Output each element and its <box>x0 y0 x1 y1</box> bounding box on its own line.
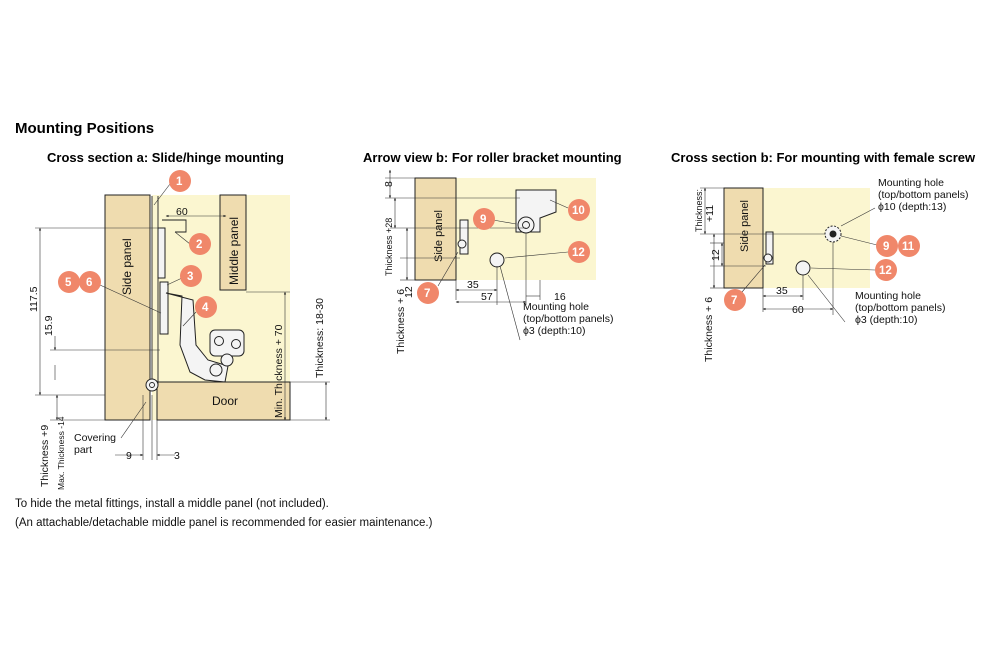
callout-10-b1 <box>568 199 590 221</box>
section-a-title: Cross section a: Slide/hinge mounting <box>47 150 284 165</box>
callout-9-b2 <box>876 235 898 257</box>
dim-thk28-b1: Thickness +28 <box>384 218 394 276</box>
callout-7-b2 <box>724 289 746 311</box>
hole-label-b2b-3: ϕ3 (depth:10) <box>855 314 918 326</box>
hole-label-b1-2: (top/bottom panels) <box>523 313 613 325</box>
covering-part-label-2: part <box>74 444 92 456</box>
dim-117-5: 117.5 <box>28 286 40 312</box>
callout-11-b2 <box>898 235 920 257</box>
callout-6 <box>79 271 101 293</box>
svg-text:3: 3 <box>187 271 193 283</box>
dim-12-b2: 12 <box>710 249 722 261</box>
dim-thk6-b1: Thickness + 6 <box>395 289 407 354</box>
side-panel-label: Side panel <box>120 238 134 295</box>
side-panel-label-b1: Side panel <box>433 210 445 262</box>
section-b1-drawing: Side panel 8 Thickness +28 Thickness + 6… <box>383 169 613 354</box>
callout-7-b1 <box>417 282 439 304</box>
svg-text:4: 4 <box>202 302 209 314</box>
dim-35-b2: 35 <box>776 285 788 297</box>
callout-9-b1 <box>473 208 495 230</box>
side-panel-b2 <box>723 187 764 289</box>
svg-text:5: 5 <box>65 277 72 289</box>
svg-text:9: 9 <box>883 241 889 253</box>
dim-thk6-b2: Thickness + 6 <box>703 297 715 362</box>
dim-thk11b-b2: +11 <box>704 205 716 222</box>
dim-8-b1: 8 <box>383 181 395 187</box>
svg-text:9: 9 <box>480 214 486 226</box>
hole-label-b2b-1: Mounting hole <box>855 290 921 302</box>
dim-35-b1: 35 <box>467 279 479 291</box>
section-a-drawing: Side panel Middle panel Door 60 117.5 15… <box>28 170 330 490</box>
hole-label-b2a-1: Mounting hole <box>878 177 944 189</box>
side-panel-b1 <box>414 177 457 281</box>
dim-3-a: 3 <box>174 450 180 462</box>
dim-12-b1: 12 <box>403 286 415 298</box>
dim-60-b2: 60 <box>792 304 804 316</box>
callout-5 <box>58 271 80 293</box>
dim-thk11a-b2: Thickness: <box>694 189 704 232</box>
svg-text:10: 10 <box>572 205 585 217</box>
hole-label-b2a-3: ϕ10 (depth:13) <box>878 201 946 213</box>
side-panel <box>104 194 151 421</box>
hole-label-b2b-2: (top/bottom panels) <box>855 302 945 314</box>
svg-text:6: 6 <box>86 277 92 289</box>
svg-text:12: 12 <box>572 247 585 259</box>
dim-16-b1: 16 <box>554 291 566 303</box>
svg-text:1: 1 <box>176 176 183 188</box>
svg-text:12: 12 <box>879 265 892 277</box>
section-b1-title: Arrow view b: For roller bracket mountin… <box>363 150 622 165</box>
covering-part-label-1: Covering <box>74 432 116 444</box>
callout-2 <box>189 233 211 255</box>
dim-thk9: Thickness +9 <box>39 425 51 487</box>
dim-60-a: 60 <box>176 206 188 218</box>
svg-text:7: 7 <box>731 295 737 307</box>
svg-text:2: 2 <box>196 239 202 251</box>
note-line-1: To hide the metal fittings, install a mi… <box>15 498 329 510</box>
hole-label-b2a-2: (top/bottom panels) <box>878 189 968 201</box>
page-title: Mounting Positions <box>15 120 154 137</box>
door-label: Door <box>212 394 238 408</box>
section-b2-drawing: Side panel Thickness: +11 12 Thickness +… <box>694 177 968 362</box>
callout-12-b2 <box>875 259 897 281</box>
note-line-2: (An attachable/detachable middle panel i… <box>15 517 433 529</box>
svg-text:11: 11 <box>902 241 915 253</box>
side-panel-label-b2: Side panel <box>739 200 751 252</box>
hole-label-b1-3: ϕ3 (depth:10) <box>523 325 586 337</box>
dim-thk70: Min. Thickness + 70 <box>273 324 285 418</box>
section-b2-title: Cross section b: For mounting with femal… <box>671 150 976 165</box>
hole-label-b1-1: Mounting hole <box>523 301 589 313</box>
dim-9-a: 9 <box>126 450 132 462</box>
callout-12-b1 <box>568 241 590 263</box>
callout-1 <box>169 170 191 192</box>
dim-max14: Max. Thickness -14 <box>56 416 66 490</box>
callout-4 <box>195 296 217 318</box>
middle-panel-label: Middle panel <box>227 217 241 285</box>
middle-panel <box>219 194 247 291</box>
dim-thk1830: Thickness: 18-30 <box>314 298 326 378</box>
callout-3 <box>180 265 202 287</box>
svg-text:7: 7 <box>424 288 430 300</box>
dim-57-b1: 57 <box>481 291 493 303</box>
dim-15-9: 15.9 <box>43 315 55 336</box>
